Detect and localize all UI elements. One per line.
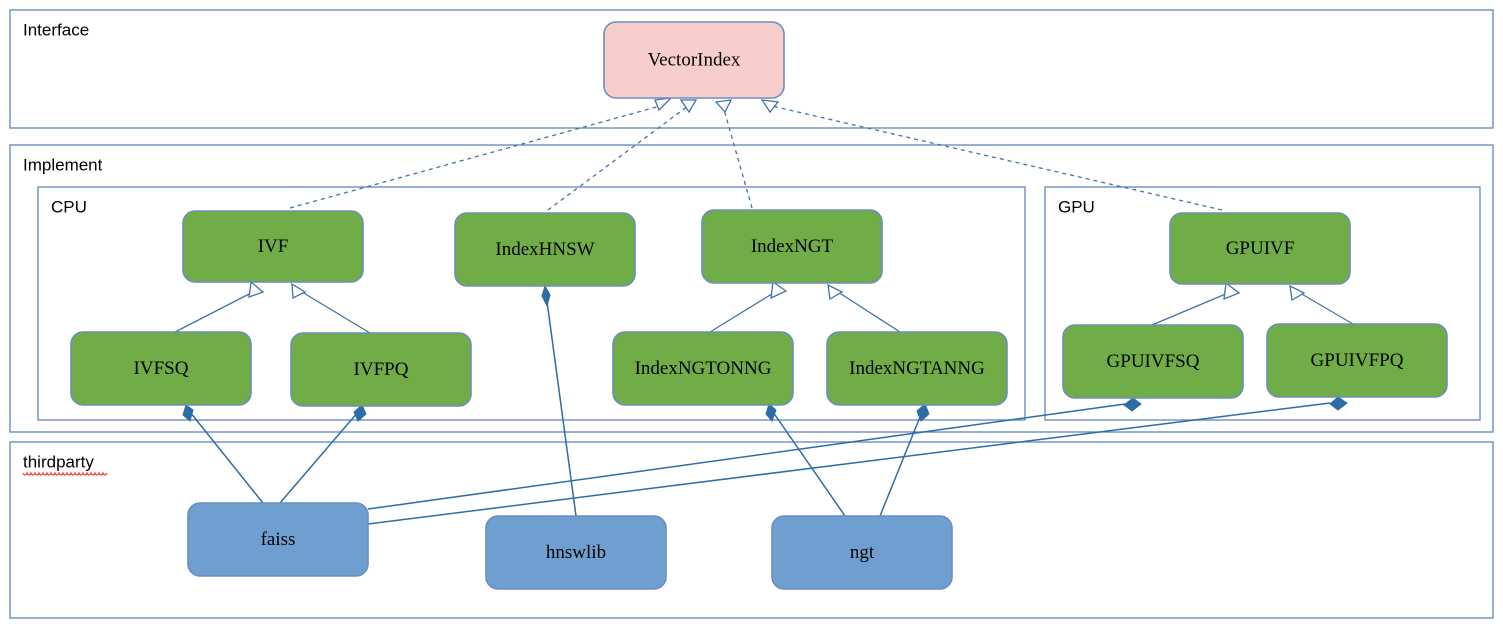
class-node-box-faiss[interactable] bbox=[187, 502, 369, 577]
edge-ivfpq-to-ivf bbox=[291, 282, 371, 334]
class-node-ivfsq[interactable]: IVFSQ bbox=[70, 331, 252, 406]
class-node-indexhnsw[interactable]: IndexHNSW bbox=[454, 212, 636, 287]
container-label-implement: Implement bbox=[23, 155, 103, 174]
class-node-ivf[interactable]: IVF bbox=[182, 210, 364, 283]
class-node-label-ivf: IVF bbox=[258, 236, 289, 257]
edge-ngt-to-indexngtanng bbox=[879, 403, 930, 517]
edge-gpuivfsq-to-gpuivf bbox=[1151, 281, 1241, 326]
class-node-gpuivf[interactable]: GPUIVF bbox=[1169, 212, 1351, 285]
class-node-indexngt[interactable]: IndexNGT bbox=[701, 209, 883, 284]
edge-gpuivfpq-to-gpuivf bbox=[1289, 284, 1354, 325]
edge-group bbox=[174, 97, 1354, 525]
class-node-label-hnswlib: hnswlib bbox=[546, 542, 606, 563]
class-node-label-gpuivfsq: GPUIVFSQ bbox=[1107, 351, 1200, 372]
class-node-box-gpuivfsq[interactable] bbox=[1062, 324, 1244, 399]
class-node-box-ivf[interactable] bbox=[182, 210, 364, 283]
class-node-box-vectorindex[interactable] bbox=[603, 21, 785, 99]
edge-indexngt-to-vectorindex bbox=[714, 99, 753, 209]
class-node-ivfpq[interactable]: IVFPQ bbox=[290, 332, 472, 407]
edge-ivfsq-to-ivf bbox=[174, 280, 265, 333]
edge-indexngtonng-to-indexngt bbox=[709, 280, 788, 333]
class-node-indexngtanng[interactable]: IndexNGTANNG bbox=[826, 331, 1008, 406]
container-label-thirdparty: thirdparty bbox=[23, 452, 94, 471]
edge-faiss-to-gpuivfsq bbox=[367, 397, 1142, 510]
class-node-label-gpuivfpq: GPUIVFPQ bbox=[1311, 350, 1404, 371]
class-node-label-vectorindex: VectorIndex bbox=[648, 49, 741, 70]
class-node-box-gpuivfpq[interactable] bbox=[1266, 323, 1448, 398]
container-label-cpu: CPU bbox=[51, 197, 87, 216]
edge-ngt-to-indexngtonng bbox=[765, 403, 846, 517]
container-label-interface: Interface bbox=[23, 20, 89, 39]
edge-faiss-to-ivfsq bbox=[182, 404, 264, 504]
class-node-box-indexngt[interactable] bbox=[701, 209, 883, 284]
class-node-ngt[interactable]: ngt bbox=[771, 515, 953, 590]
class-node-label-ivfsq: IVFSQ bbox=[134, 358, 189, 379]
class-node-label-indexngt: IndexNGT bbox=[751, 236, 834, 257]
class-node-box-hnswlib[interactable] bbox=[485, 515, 667, 590]
class-node-gpuivfsq[interactable]: GPUIVFSQ bbox=[1062, 324, 1244, 399]
edge-faiss-to-gpuivfpq bbox=[367, 396, 1348, 525]
class-node-box-ngt[interactable] bbox=[771, 515, 953, 590]
edge-faiss-to-ivfpq bbox=[279, 404, 367, 504]
class-node-box-indexngtonng[interactable] bbox=[612, 331, 794, 406]
edge-ivf-to-vectorindex bbox=[289, 97, 673, 209]
class-node-label-indexngtanng: IndexNGTANNG bbox=[849, 358, 985, 379]
class-node-box-indexngtanng[interactable] bbox=[826, 331, 1008, 406]
class-node-label-ngt: ngt bbox=[850, 542, 875, 563]
class-node-vectorindex[interactable]: VectorIndex bbox=[603, 21, 785, 99]
spellcheck-underline-icon bbox=[22, 471, 108, 476]
class-node-faiss[interactable]: faiss bbox=[187, 502, 369, 577]
edge-hnswlib-to-indexhnsw bbox=[541, 284, 577, 517]
class-node-gpuivfpq[interactable]: GPUIVFPQ bbox=[1266, 323, 1448, 398]
class-node-label-ivfpq: IVFPQ bbox=[354, 359, 409, 380]
class-node-box-ivfpq[interactable] bbox=[290, 332, 472, 407]
edge-indexngtanng-to-indexngt bbox=[827, 283, 901, 333]
class-node-box-indexhnsw[interactable] bbox=[454, 212, 636, 287]
container-label-gpu: GPU bbox=[1058, 197, 1095, 216]
edge-gpuivf-to-vectorindex bbox=[760, 99, 1223, 211]
class-node-box-ivfsq[interactable] bbox=[70, 331, 252, 406]
class-node-label-indexngtonng: IndexNGTONNG bbox=[635, 358, 772, 379]
edge-indexhnsw-to-vectorindex bbox=[547, 99, 698, 211]
class-node-box-gpuivf[interactable] bbox=[1169, 212, 1351, 285]
class-node-indexngtonng[interactable]: IndexNGTONNG bbox=[612, 331, 794, 406]
class-node-hnswlib[interactable]: hnswlib bbox=[485, 515, 667, 590]
class-node-label-faiss: faiss bbox=[261, 529, 296, 550]
class-node-label-indexhnsw: IndexHNSW bbox=[495, 239, 594, 260]
class-node-label-gpuivf: GPUIVF bbox=[1226, 238, 1295, 259]
